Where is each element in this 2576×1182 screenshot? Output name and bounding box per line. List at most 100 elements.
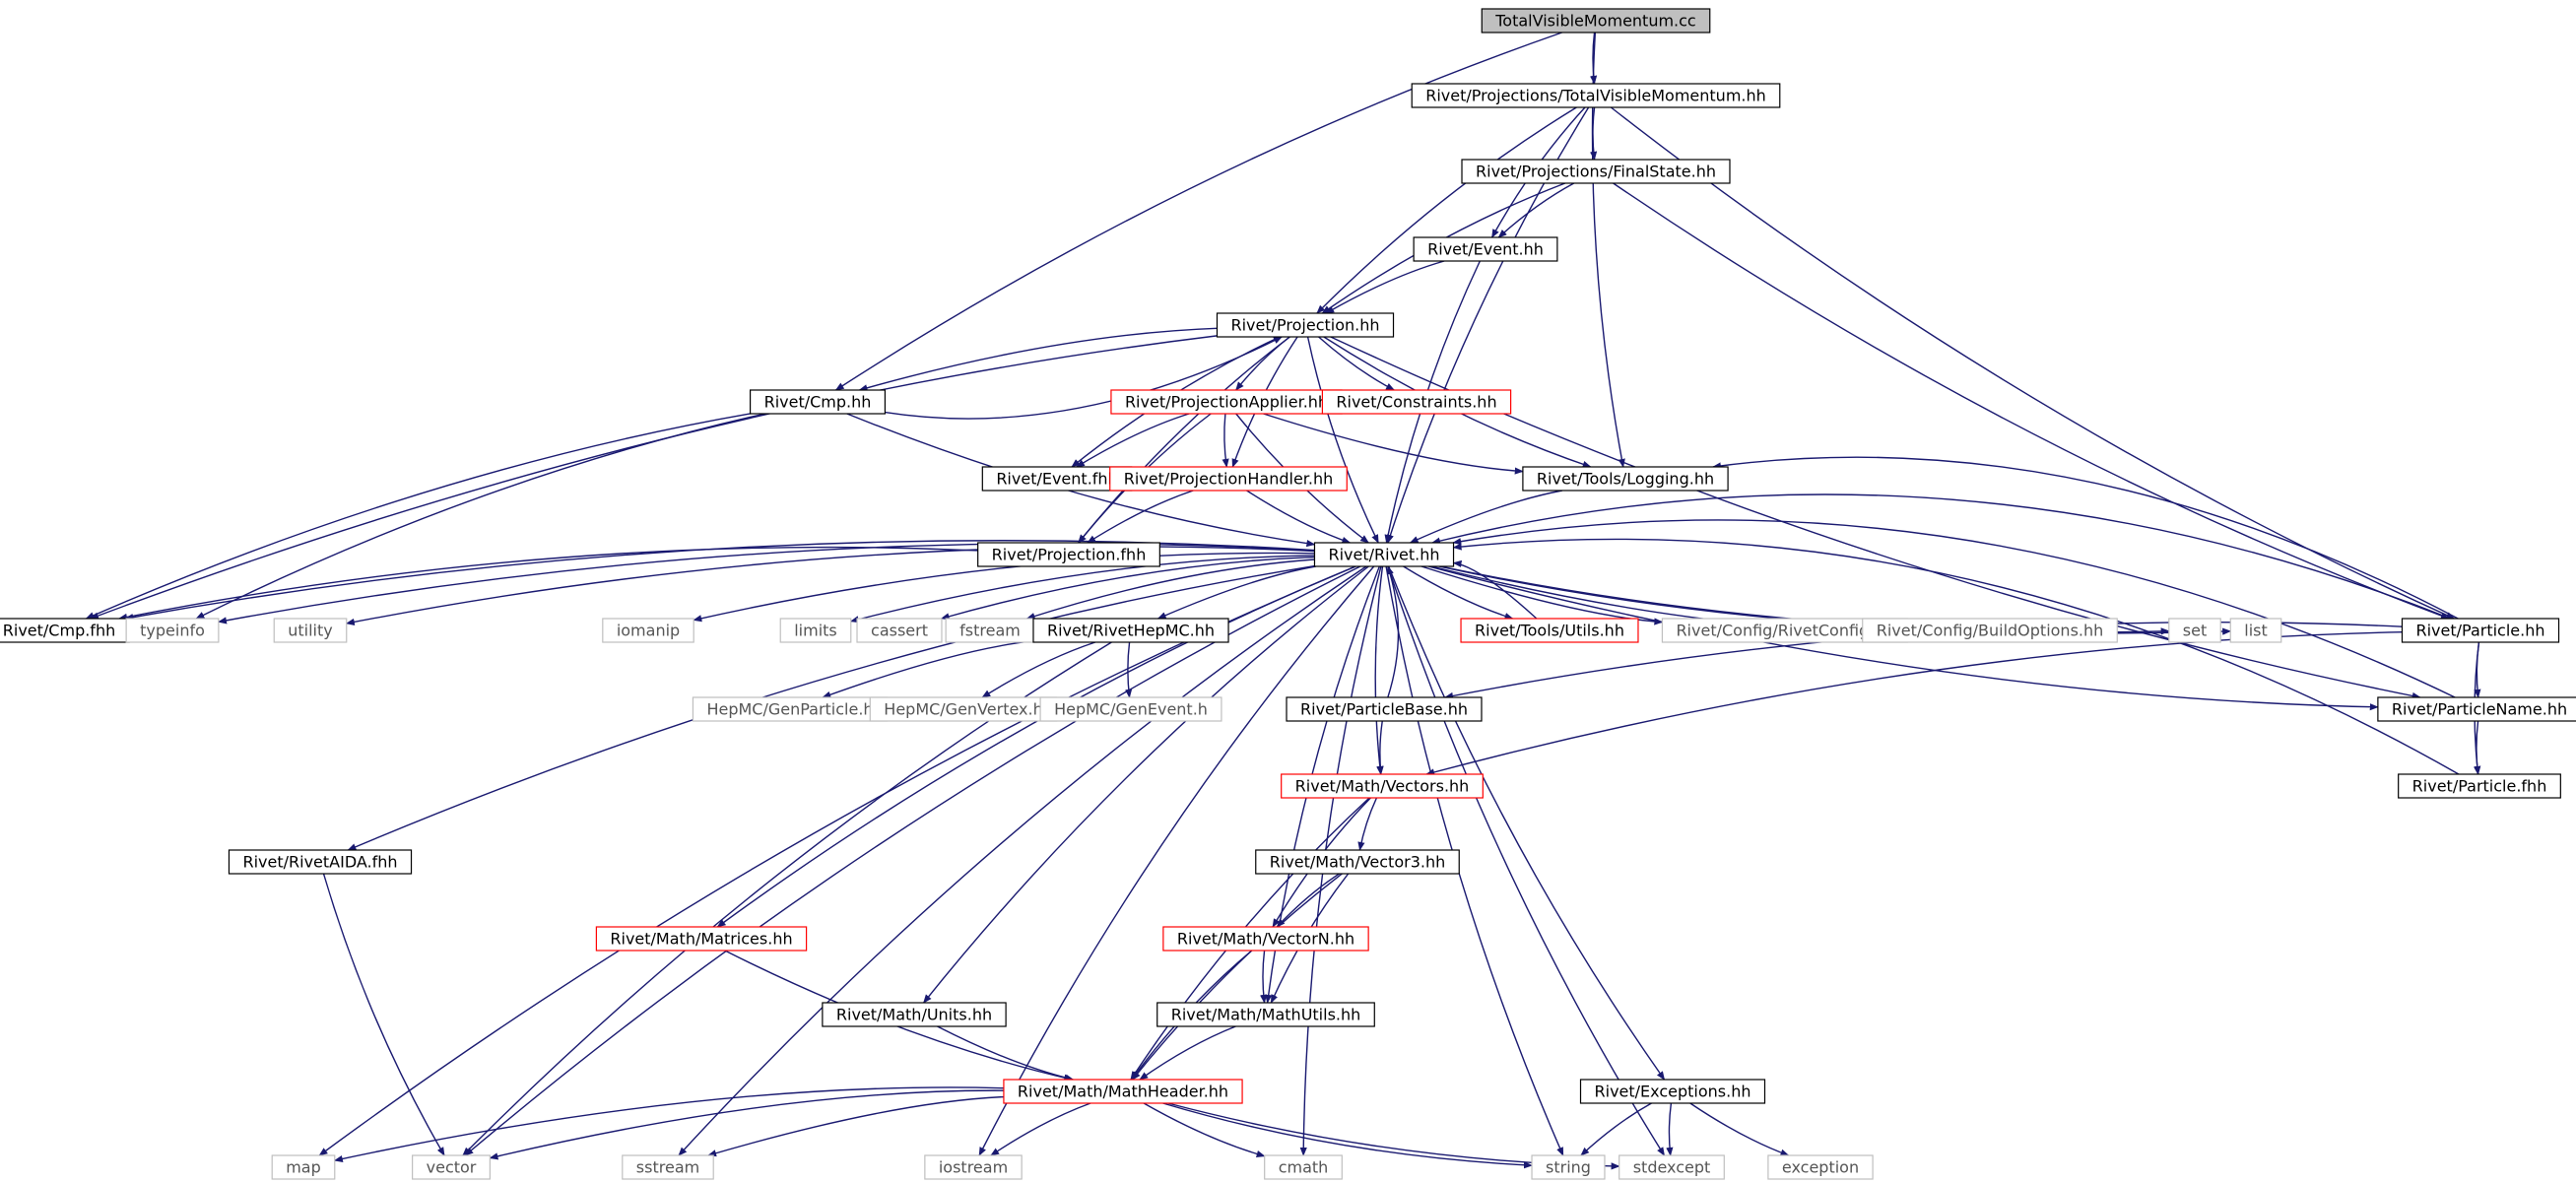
node-label: cassert	[871, 622, 928, 640]
node-particlebase[interactable]: Rivet/ParticleBase.hh	[1286, 696, 1483, 722]
node-rivethepmc[interactable]: Rivet/RivetHepMC.hh	[1032, 618, 1229, 643]
edge-path	[333, 1086, 1004, 1162]
node-rivetaida[interactable]: Rivet/RivetAIDA.fhh	[228, 849, 413, 875]
node-box	[1579, 1079, 1766, 1104]
node-projection_hh[interactable]: Rivet/Projection.hh	[1216, 312, 1395, 338]
node-exceptions[interactable]: Rivet/Exceptions.hh	[1579, 1079, 1766, 1104]
node-label: Rivet/ParticleName.hh	[2392, 700, 2567, 719]
node-box	[945, 618, 1035, 643]
edge-path	[347, 564, 1315, 851]
edge-path	[345, 546, 1315, 625]
edge-path	[716, 565, 1356, 928]
node-root[interactable]: TotalVisibleMomentum.cc	[1481, 8, 1711, 33]
node-projection_fhh[interactable]: Rivet/Projection.fhh	[977, 542, 1160, 567]
edge-path	[923, 565, 1369, 1004]
node-label: vector	[427, 1158, 477, 1177]
edge-path	[937, 1025, 1075, 1082]
node-box	[271, 1154, 336, 1180]
node-box	[749, 389, 887, 415]
node-box	[1162, 926, 1369, 952]
node-particle_hh[interactable]: Rivet/Particle.hh	[2401, 618, 2560, 643]
node-box	[1411, 83, 1781, 108]
node-exception: exception	[1767, 1154, 1874, 1180]
edge-rivet_hh-to-stdexcept	[1387, 565, 1666, 1156]
node-mathheader[interactable]: Rivet/Math/MathHeader.hh	[1003, 1079, 1243, 1104]
node-label: Rivet/Particle.fhh	[2412, 777, 2547, 796]
edge-path	[1260, 950, 1268, 1004]
node-projapplier[interactable]: Rivet/ProjectionApplier.hh	[1110, 389, 1343, 415]
node-cmath: cmath	[1264, 1154, 1343, 1180]
edge-particlebase-to-rivet_hh	[1386, 565, 1400, 698]
edge-path	[707, 1095, 1004, 1157]
edge-tvm_hh-to-projection_hh	[1316, 106, 1577, 314]
node-particle_fhh[interactable]: Rivet/Particle.fhh	[2398, 773, 2561, 799]
node-map: map	[271, 1154, 336, 1180]
node-box	[2377, 696, 2576, 722]
edge-cmp_hh-to-typeinfo	[195, 413, 765, 620]
edge-rivet_hh-to-exceptions	[1388, 565, 1666, 1081]
edge-particlename-to-particle_fhh	[2474, 720, 2481, 775]
node-matrices[interactable]: Rivet/Math/Matrices.hh	[595, 926, 808, 952]
node-genvertex: HepMC/GenVertex.h	[869, 696, 1058, 722]
edge-path	[118, 546, 978, 621]
node-cmp_hh[interactable]: Rivet/Cmp.hh	[749, 389, 887, 415]
node-event_hh[interactable]: Rivet/Event.hh	[1413, 236, 1558, 262]
node-logging[interactable]: Rivet/Tools/Logging.hh	[1522, 466, 1729, 492]
node-mathutils[interactable]: Rivet/Math/MathUtils.hh	[1156, 1002, 1375, 1027]
node-cassert: cassert	[856, 618, 943, 643]
node-rivet_hh[interactable]: Rivet/Rivet.hh	[1313, 542, 1455, 567]
edge-rivet_hh-to-rivetaida	[347, 564, 1315, 851]
node-vector3[interactable]: Rivet/Math/Vector3.hh	[1255, 849, 1460, 875]
edge-logging-to-rivet_hh	[1409, 490, 1563, 544]
node-event_fhh[interactable]: Rivet/Event.fhh	[981, 466, 1133, 492]
node-particlename[interactable]: Rivet/ParticleName.hh	[2377, 696, 2576, 722]
node-vectorn[interactable]: Rivet/Math/VectorN.hh	[1162, 926, 1369, 952]
edge-path	[1143, 1102, 1266, 1157]
edge-path	[2474, 720, 2481, 775]
node-label: utility	[288, 622, 333, 640]
edge-path	[981, 641, 1096, 698]
node-label: Rivet/ProjectionHandler.hh	[1124, 470, 1334, 489]
node-typeinfo: typeinfo	[125, 618, 220, 643]
node-box	[822, 1002, 1007, 1027]
node-toolsutils[interactable]: Rivet/Tools/Utils.hh	[1460, 618, 1639, 643]
node-box	[1313, 542, 1455, 567]
edge-rivet_hh-to-toolsutils	[1403, 565, 1514, 620]
node-box	[1110, 389, 1343, 415]
node-box	[924, 1154, 1023, 1180]
node-box	[692, 696, 889, 722]
node-units[interactable]: Rivet/Math/Units.hh	[822, 1002, 1007, 1027]
node-finalstate[interactable]: Rivet/Projections/FinalState.hh	[1461, 159, 1731, 184]
edge-path	[1087, 490, 1194, 544]
edge-path	[693, 552, 1315, 623]
edge-path	[1316, 106, 1577, 314]
node-sstream: sstream	[622, 1154, 714, 1180]
node-constraints[interactable]: Rivet/Constraints.hh	[1321, 389, 1512, 415]
node-label: set	[2183, 622, 2207, 640]
edge-mathheader-to-string	[1162, 1102, 1533, 1169]
node-box	[977, 542, 1160, 567]
edge-vectorn-to-mathutils	[1260, 950, 1268, 1004]
edge-exceptions-to-stdexcept	[1666, 1102, 1674, 1156]
node-tvm_hh[interactable]: Rivet/Projections/TotalVisibleMomentum.h…	[1411, 83, 1781, 108]
node-box	[1255, 849, 1460, 875]
node-box	[1216, 312, 1395, 338]
node-projhandler[interactable]: Rivet/ProjectionHandler.hh	[1109, 466, 1348, 492]
edge-path	[1590, 32, 1598, 85]
edge-rivet_hh-to-map	[318, 565, 1356, 1156]
node-box	[1156, 1002, 1375, 1027]
node-list: list	[2229, 618, 2282, 643]
node-box	[1460, 618, 1639, 643]
edge-projhandler-to-projection_fhh	[1087, 490, 1194, 544]
edge-particlename-to-rivet_hh	[1452, 519, 2456, 698]
node-cmp_fhh[interactable]: Rivet/Cmp.fhh	[0, 618, 130, 643]
edge-path	[1246, 490, 1352, 544]
node-label: HepMC/GenEvent.h	[1054, 700, 1208, 719]
node-label: Rivet/Constraints.hh	[1336, 393, 1496, 412]
edge-particlebase-to-vectors	[1376, 720, 1384, 775]
node-box	[1109, 466, 1348, 492]
edge-rivet_hh-to-matrices	[716, 565, 1356, 928]
node-vectors[interactable]: Rivet/Math/Vectors.hh	[1281, 773, 1484, 799]
edge-root-to-cmp_hh	[834, 32, 1562, 391]
